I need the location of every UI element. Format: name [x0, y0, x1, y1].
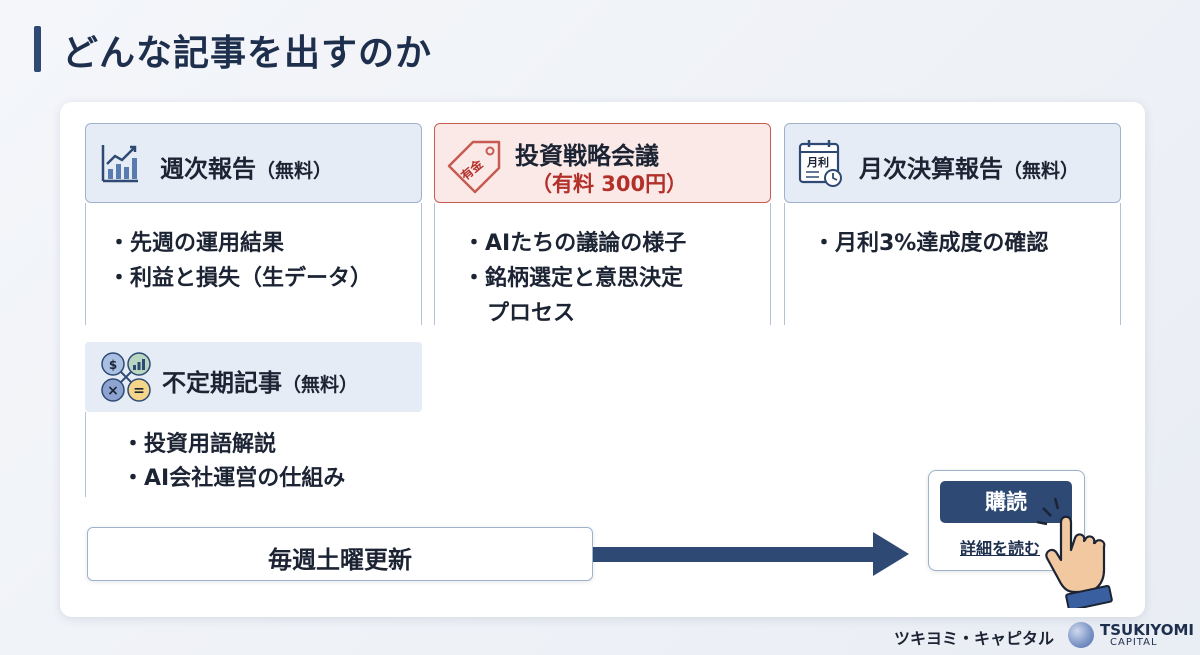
card-body: ・月利3%達成度の確認: [784, 203, 1121, 325]
brand-name-en: TSUKIYOMI: [1100, 621, 1195, 639]
svg-text:$: $: [109, 358, 117, 372]
card-title: 投資戦略会議: [515, 142, 659, 170]
card-title: 週次報告（無料）: [160, 155, 333, 183]
bullet-item: プロセス: [487, 301, 576, 326]
card-title: 月次決算報告（無料）: [859, 155, 1080, 183]
card-title: 不定期記事（無料）: [162, 369, 359, 397]
card-monthly-report[interactable]: 月利 月次決算報告（無料）: [784, 123, 1121, 203]
card-strategy-meeting[interactable]: 有金 投資戦略会議 （有料 300円）: [434, 123, 771, 203]
calendar-icon: 月利: [798, 140, 842, 187]
update-schedule-box: 毎週土曜更新: [87, 527, 593, 581]
price-tag-icon: 有金: [447, 140, 501, 194]
svg-text:=: =: [133, 383, 145, 399]
arrow-right-icon: [593, 532, 909, 576]
svg-text:×: ×: [107, 383, 119, 399]
subscribe-button[interactable]: 購読: [940, 481, 1072, 523]
update-label: 毎週土曜更新: [268, 546, 412, 574]
bullet-item: ・投資用語解説: [122, 432, 277, 457]
card-body: ・投資用語解説 ・AI会社運営の仕組み: [85, 412, 422, 497]
bullet-item: ・銘柄選定と意思決定: [463, 266, 684, 291]
card-weekly-report[interactable]: 週次報告（無料）: [85, 123, 422, 203]
bullet-item: ・先週の運用結果: [108, 231, 285, 256]
bullet-item: ・AI会社運営の仕組み: [122, 466, 346, 491]
page-title: どんな記事を出すのか: [62, 33, 433, 74]
logo-icon: [1068, 622, 1094, 648]
calendar-text: 月利: [806, 155, 829, 169]
chart-icon: [101, 145, 138, 183]
brand-name-jp: ツキヨミ・キャピタル: [894, 629, 1055, 648]
card-body: ・先週の運用結果 ・利益と損失（生データ）: [85, 203, 422, 325]
title-accent-bar: [34, 26, 41, 72]
details-link[interactable]: 詳細を読む: [960, 539, 1041, 558]
bullet-item: ・月利3%達成度の確認: [813, 231, 1049, 256]
bullet-item: ・AIたちの議論の様子: [463, 231, 687, 256]
bullet-item: ・利益と損失（生データ）: [108, 266, 373, 291]
card-body: ・AIたちの議論の様子 ・銘柄選定と意思決定 プロセス: [434, 203, 771, 326]
card-irregular-articles[interactable]: $ × = 不定期記事（無料）: [85, 342, 422, 412]
calculator-icon: $ × =: [101, 352, 151, 402]
hand-pointer-icon: [1036, 497, 1113, 608]
brand-name-en-sub: CAPITAL: [1110, 637, 1158, 648]
price-label: （有料 300円）: [531, 172, 688, 196]
